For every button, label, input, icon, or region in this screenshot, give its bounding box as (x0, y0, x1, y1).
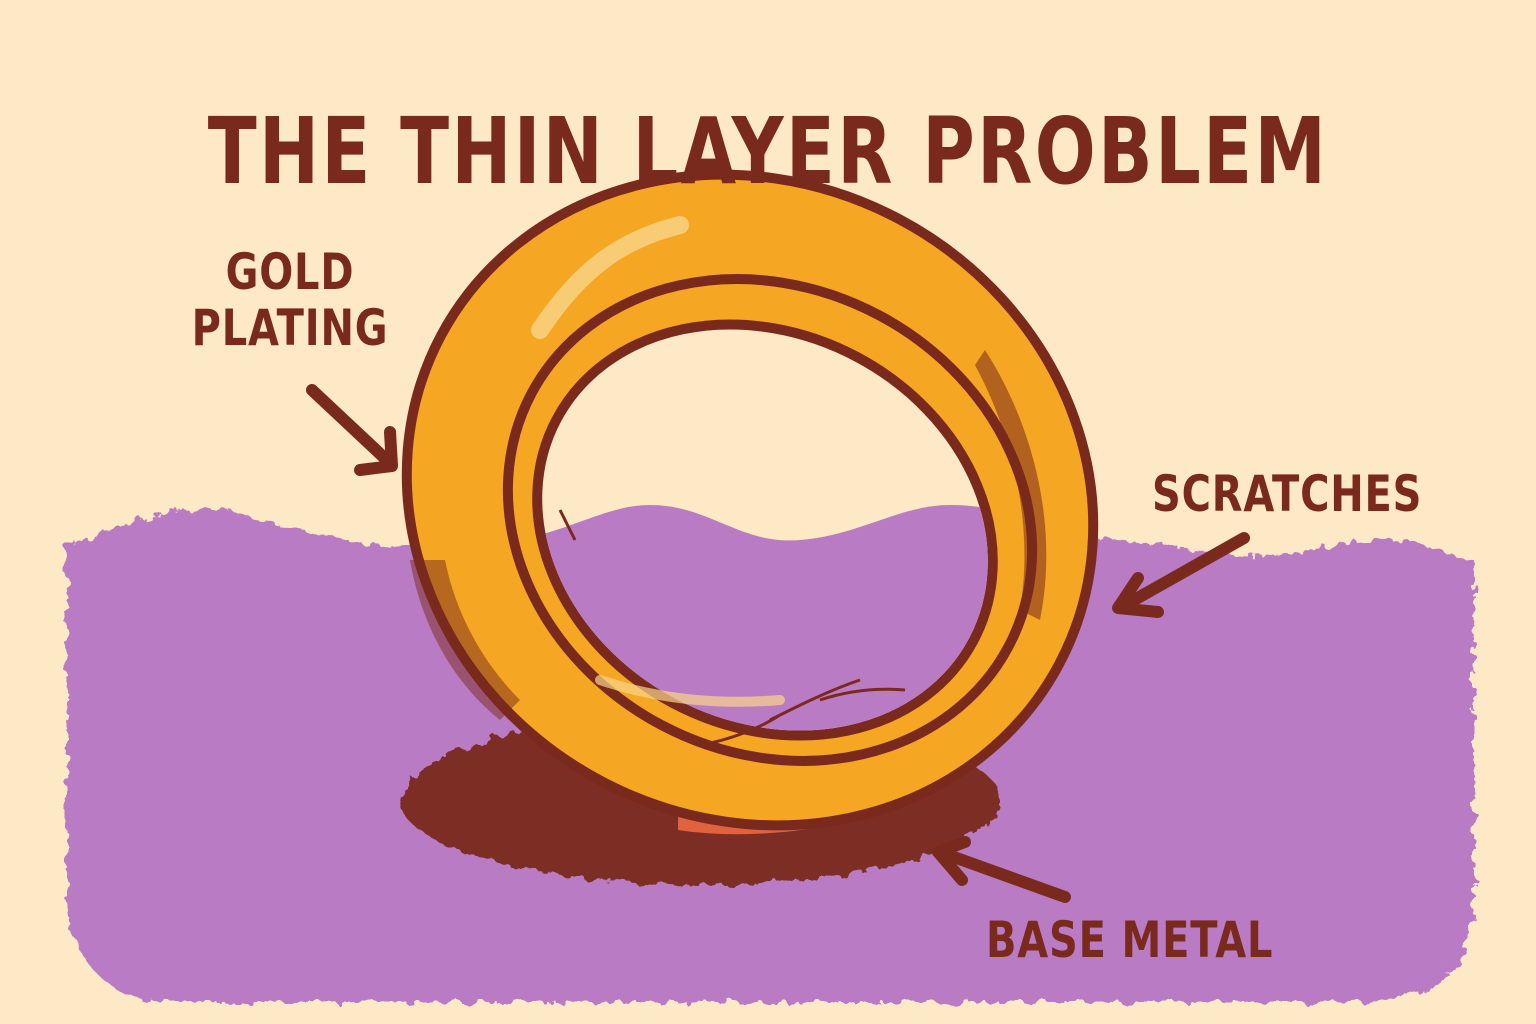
arrow-base-metal (932, 836, 1071, 903)
label-gold-plating-line2: PLATING (191, 299, 389, 357)
label-scratches: SCRATCHES (1152, 465, 1423, 523)
gold-ring (401, 169, 1099, 831)
label-gold-plating: GOLD PLATING (182, 244, 398, 356)
label-base-metal: BASE METAL (986, 911, 1274, 969)
arrow-gold-plating (306, 384, 398, 476)
arrow-scratches (1112, 532, 1250, 618)
scratch-marks (558, 509, 906, 747)
page-title: THE THIN LAYER PROBLEM (207, 97, 1329, 205)
label-gold-plating-line1: GOLD (225, 243, 355, 301)
